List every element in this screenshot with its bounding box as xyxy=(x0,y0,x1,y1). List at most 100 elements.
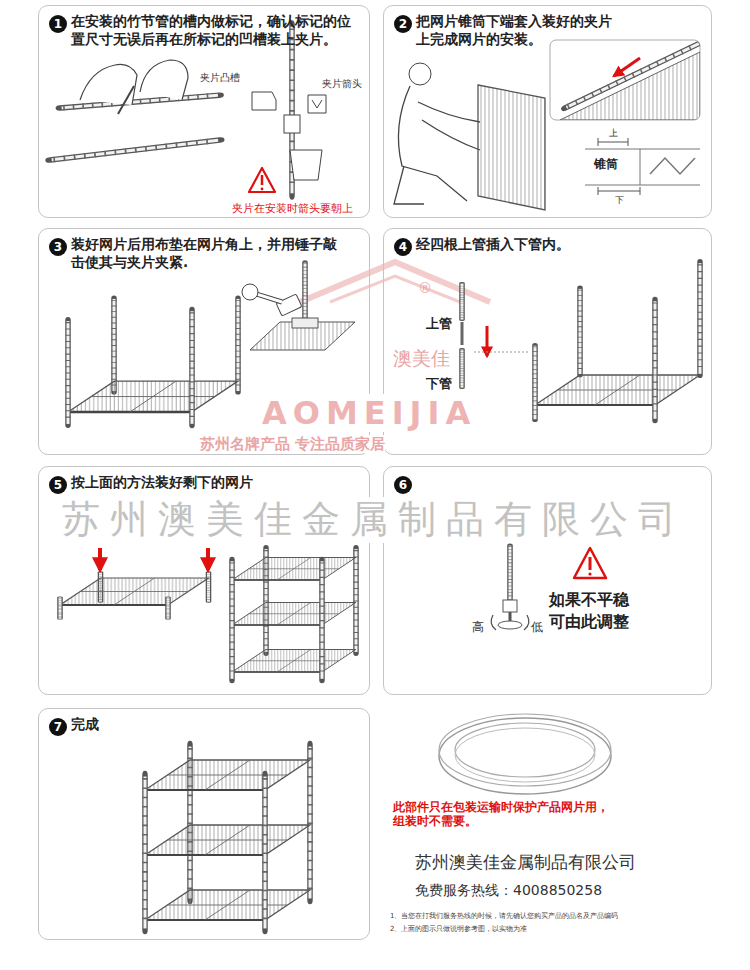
step2-figure-part xyxy=(614,58,640,76)
protector-ring-part xyxy=(455,728,595,782)
step7-figure-part xyxy=(145,825,310,855)
step1-figure-part xyxy=(284,115,300,133)
step2-figure-part xyxy=(478,85,545,210)
step5-figure-part xyxy=(232,650,356,673)
logo-watermark-part xyxy=(330,276,460,302)
direction-label: 高 xyxy=(472,620,484,634)
part-label: 夹片箭头 xyxy=(322,78,362,90)
step5-figure-part xyxy=(60,578,209,605)
step1-figure-part xyxy=(249,168,275,192)
step2-figure xyxy=(394,40,700,210)
step4-figure-part xyxy=(462,349,463,388)
step-number-circle: 2 xyxy=(394,15,412,33)
step3-figure-part xyxy=(68,320,69,425)
step2-figure-part xyxy=(598,138,599,146)
step-instruction: 把网片锥筒下端套入装好的夹片上完成网片的安装。 xyxy=(416,12,622,48)
step2-figure-part-part xyxy=(565,43,700,108)
step6-figure-part xyxy=(503,600,517,612)
step5-figure-part xyxy=(356,548,357,653)
watermark: 苏州澳美佳金属制品有限公司 xyxy=(62,497,686,543)
watermark: 苏州名牌产品 专注品质家居 xyxy=(200,435,385,453)
step3-figure-part xyxy=(242,284,258,300)
step3-figure-part xyxy=(192,310,193,425)
step-number: 5 xyxy=(49,476,67,494)
step1-figure xyxy=(50,25,326,195)
step2-figure-part xyxy=(598,191,640,192)
step2-figure-part xyxy=(560,43,700,120)
step5-figure-part xyxy=(232,558,356,581)
direction-label: 低 xyxy=(531,620,543,634)
step5-figure-part xyxy=(232,560,233,680)
step-number: 6 xyxy=(394,476,412,494)
dimension-label: 下 xyxy=(615,195,624,206)
step-panel: 在安装的竹节管的槽内做标记，确认标记的位置尺寸无误后再在所标记的凹槽装上夹片。1 xyxy=(38,5,370,218)
step1-figure-part xyxy=(261,175,264,185)
step6-figure-part xyxy=(510,545,511,600)
step6-figure-part xyxy=(491,615,496,630)
step2-figure-part xyxy=(650,158,695,174)
step1-figure-part xyxy=(308,95,326,113)
step2-figure-part xyxy=(640,187,641,195)
step-instruction: 经四根上管插入下管内。 xyxy=(416,235,706,253)
step2-figure-part xyxy=(598,142,628,143)
step3-figure-part xyxy=(292,318,318,328)
step1-figure-part xyxy=(261,188,264,191)
step-instruction: 如果不平稳 可由此调整 xyxy=(549,589,645,633)
step5-figure-part xyxy=(98,548,102,570)
step5-figure-part xyxy=(232,603,356,626)
step-number: 1 xyxy=(49,15,67,33)
company-name: 苏州澳美佳金属制品有限公司 xyxy=(415,852,636,872)
step2-figure-part xyxy=(394,86,480,204)
step-panel: 完成7 xyxy=(38,708,370,940)
step4-figure-part xyxy=(462,283,463,320)
step6-figure-part xyxy=(574,548,606,578)
step5-figure-part xyxy=(60,597,61,619)
step-panel: 把网片锥筒下端套入装好的夹片上完成网片的安装。2 xyxy=(383,5,712,218)
step-instruction: 完成 xyxy=(71,715,361,733)
step3-figure-part xyxy=(276,294,302,316)
step1-figure-part xyxy=(80,60,188,105)
step3-figure-part xyxy=(68,381,238,412)
step5-figure-part xyxy=(208,572,209,602)
watermark: 澳美佳 xyxy=(393,347,450,370)
part-label: 锥筒 xyxy=(594,157,618,171)
step2-figure-part xyxy=(585,185,700,186)
step6-figure-part xyxy=(498,621,522,629)
protector-ring-part xyxy=(455,723,595,777)
step1-figure-part xyxy=(50,140,220,160)
step-number-circle: 6 xyxy=(394,476,412,494)
step1-figure-part xyxy=(118,86,134,114)
step7-figure-part xyxy=(145,760,310,790)
step-number-circle: 1 xyxy=(49,15,67,33)
step2-figure-part xyxy=(550,40,700,120)
step-number-circle: 7 xyxy=(49,718,67,736)
step-number-circle: 4 xyxy=(394,238,412,256)
step6-figure-part xyxy=(589,557,592,570)
footnote: 1、当您在打我们服务热线的时候，请先确认您购买产品的品名及产品编码 xyxy=(390,912,618,920)
step-number-circle: 3 xyxy=(49,238,67,256)
part-label: 下管 xyxy=(426,376,452,392)
step7-figure xyxy=(145,745,310,930)
step-number: 2 xyxy=(394,15,412,33)
step2-figure-part xyxy=(598,187,599,195)
step2-figure-part xyxy=(640,149,641,185)
step-number: 4 xyxy=(394,238,412,256)
step5-figure-part xyxy=(206,548,210,570)
step5-figure xyxy=(60,548,356,680)
step7-figure-part xyxy=(145,890,310,920)
protector-ring-part xyxy=(439,718,611,794)
step5-figure-part xyxy=(168,597,169,619)
step4-figure-part xyxy=(474,352,530,353)
part-label: 上管 xyxy=(426,316,452,332)
hotline: 免费服务热线：4008850258 xyxy=(415,882,602,899)
step4-figure-part xyxy=(461,322,464,345)
dimension-label: 上 xyxy=(609,128,618,139)
watermark: ® xyxy=(418,280,432,297)
step-number: 7 xyxy=(49,718,67,736)
protector-ring-part xyxy=(439,714,611,786)
step7-figure-part xyxy=(145,775,146,930)
step4-figure xyxy=(462,262,700,420)
step-number: 3 xyxy=(49,238,67,256)
step2-figure-part-part xyxy=(560,52,700,120)
